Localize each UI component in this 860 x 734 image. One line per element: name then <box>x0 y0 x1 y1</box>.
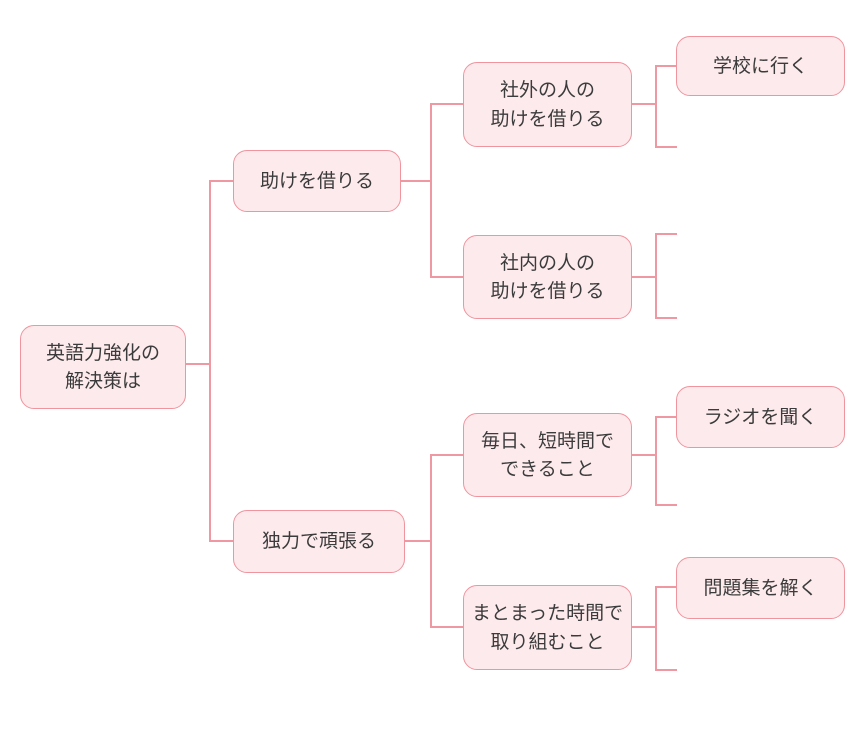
connector-stub-outside-empty <box>655 146 677 148</box>
connector-block-time-out <box>632 626 656 628</box>
connector-arm-self-effort <box>209 540 235 542</box>
connector-arm-block-time <box>430 626 465 628</box>
connector-block-bracket-vertical <box>655 586 657 671</box>
connector-trunk-vertical <box>209 180 211 542</box>
connector-arm-school <box>655 65 677 67</box>
connector-stub-block-empty <box>655 669 677 671</box>
connector-daily-bracket-vertical <box>655 416 657 506</box>
connector-help-out <box>401 180 431 182</box>
node-outside-help[interactable]: 社外の人の 助けを借りる <box>463 62 632 147</box>
connector-help-bracket-vertical <box>430 103 432 278</box>
connector-self-bracket-vertical <box>430 454 432 628</box>
node-help[interactable]: 助けを借りる <box>233 150 401 212</box>
connector-outside-bracket-vertical <box>655 65 657 148</box>
connector-stub-inside-empty-top <box>655 233 677 235</box>
connector-arm-daily-short <box>430 454 465 456</box>
node-workbook[interactable]: 問題集を解く <box>676 557 845 619</box>
connector-arm-outside-help <box>430 103 465 105</box>
connector-daily-short-out <box>632 454 656 456</box>
connector-arm-radio <box>655 416 677 418</box>
connector-arm-help <box>209 180 235 182</box>
connector-root-horizontal <box>186 363 210 365</box>
node-root[interactable]: 英語力強化の 解決策は <box>20 325 186 409</box>
connector-self-effort-out <box>405 540 431 542</box>
connector-stub-daily-empty <box>655 504 677 506</box>
node-self-effort[interactable]: 独力で頑張る <box>233 510 405 573</box>
connector-inside-bracket-vertical <box>655 233 657 319</box>
connector-inside-help-out <box>632 276 656 278</box>
node-daily-short[interactable]: 毎日、短時間で できること <box>463 413 632 497</box>
node-school[interactable]: 学校に行く <box>676 36 845 96</box>
connector-outside-help-out <box>632 103 656 105</box>
node-inside-help[interactable]: 社内の人の 助けを借りる <box>463 235 632 319</box>
node-block-time[interactable]: まとまった時間で 取り組むこと <box>463 585 632 670</box>
connector-stub-inside-empty-bottom <box>655 317 677 319</box>
node-radio[interactable]: ラジオを聞く <box>676 386 845 448</box>
connector-arm-inside-help <box>430 276 465 278</box>
connector-arm-workbook <box>655 586 677 588</box>
